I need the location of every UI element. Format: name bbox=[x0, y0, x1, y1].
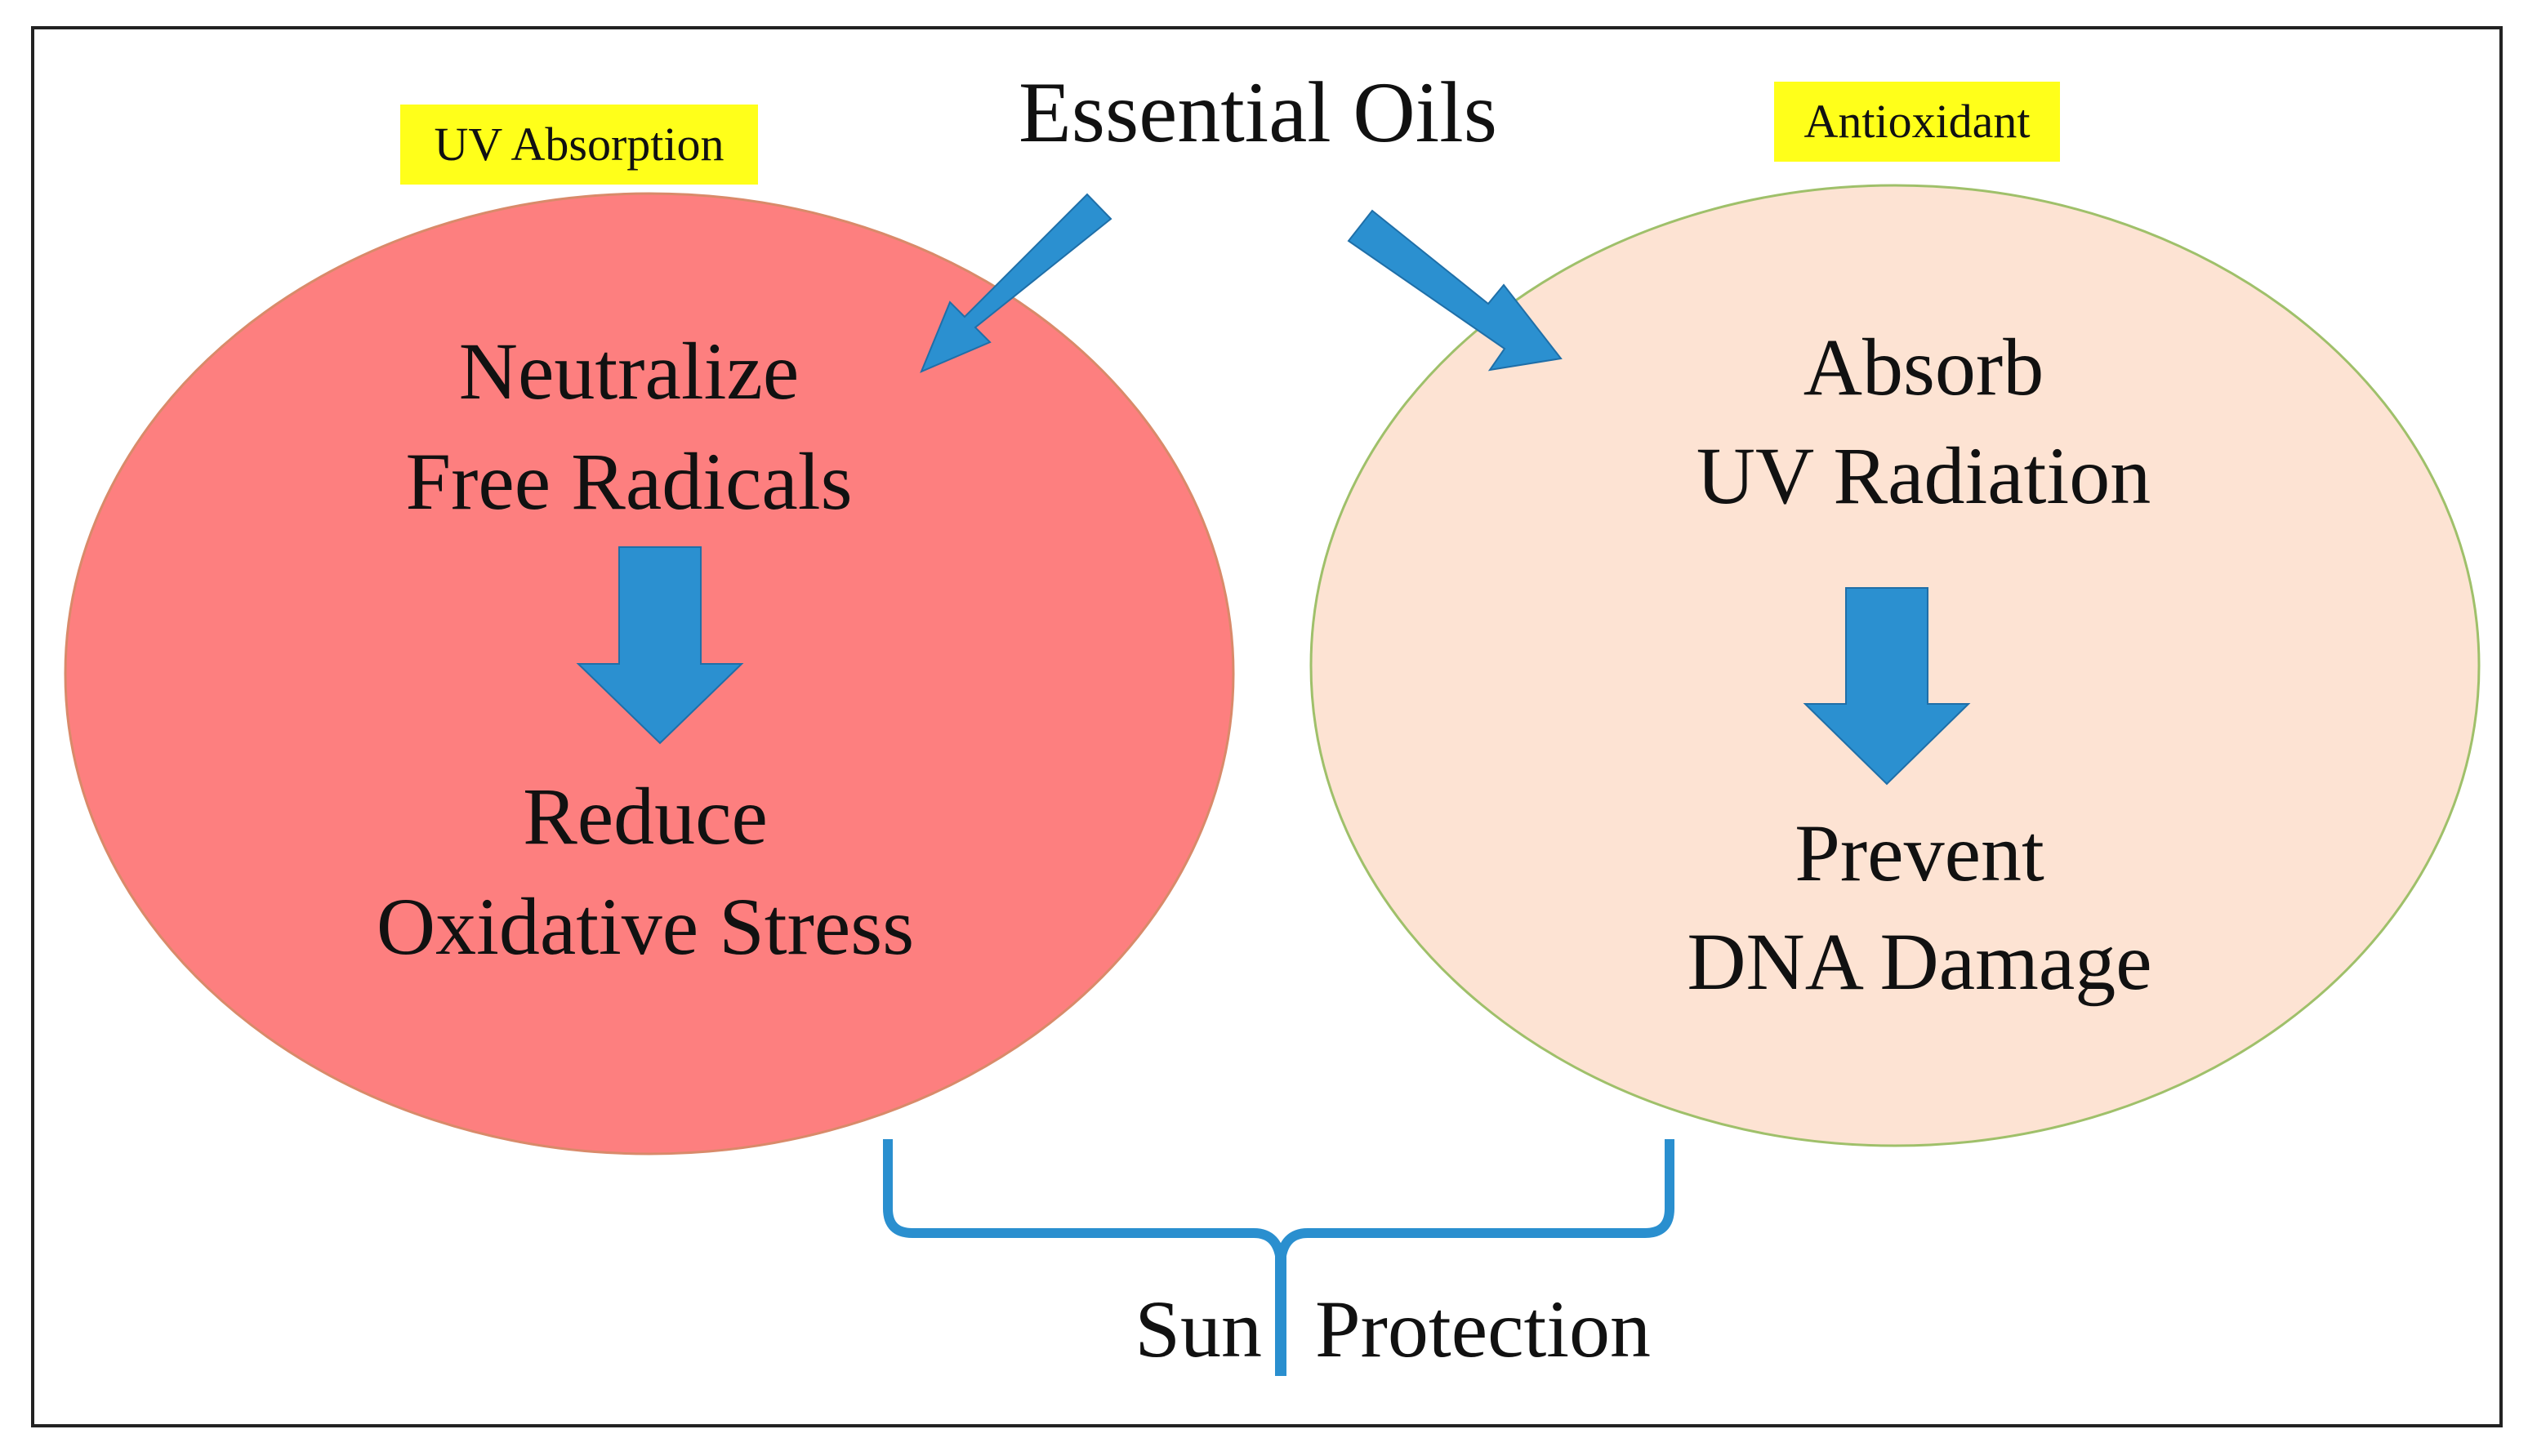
dna-damage-label: DNA Damage bbox=[1687, 916, 2152, 1007]
arrow-to-right-circle bbox=[1347, 209, 1563, 372]
uv-absorption-tag: UV Absorption bbox=[400, 105, 758, 185]
sun-label: Sun bbox=[1135, 1284, 1262, 1374]
down-arrow-left bbox=[576, 546, 744, 745]
uv-radiation-label: UV Radiation bbox=[1696, 430, 2151, 521]
reduce-label: Reduce bbox=[523, 771, 768, 862]
free-radicals-label: Free Radicals bbox=[405, 436, 853, 527]
prevent-label: Prevent bbox=[1795, 808, 2044, 898]
protection-label: Protection bbox=[1315, 1284, 1652, 1374]
diagram-title: Essential Oils bbox=[1019, 65, 1497, 160]
absorb-label: Absorb bbox=[1803, 322, 2044, 412]
arrow-to-left-circle bbox=[920, 193, 1112, 373]
oxidative-stress-label: Oxidative Stress bbox=[376, 881, 915, 972]
antioxidant-tag: Antioxidant bbox=[1774, 82, 2060, 162]
down-arrow-right bbox=[1803, 587, 1971, 786]
neutralize-label: Neutralize bbox=[458, 326, 800, 416]
